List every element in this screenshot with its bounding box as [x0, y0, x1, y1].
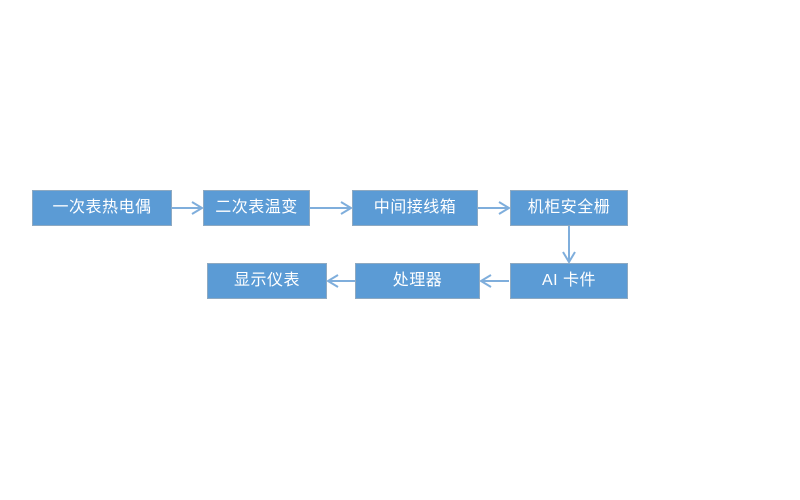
node-ai-card[interactable]: AI 卡件 — [510, 263, 628, 299]
edge-arrow-left — [479, 274, 509, 288]
node-label: 一次表热电偶 — [52, 199, 152, 216]
node-label: 机柜安全栅 — [527, 199, 611, 216]
node-cabinet-safety-barrier[interactable]: 机柜安全栅 — [510, 190, 628, 226]
edge-arrow-left — [326, 274, 355, 288]
edge-arrow-right — [172, 201, 204, 215]
node-primary-thermocouple[interactable]: 一次表热电偶 — [32, 190, 172, 226]
node-label: 二次表温变 — [215, 199, 298, 216]
node-label: 处理器 — [392, 272, 443, 289]
node-secondary-temperature-transmitter[interactable]: 二次表温变 — [203, 190, 310, 226]
node-label: 显示仪表 — [233, 272, 300, 289]
node-intermediate-junction-box[interactable]: 中间接线箱 — [352, 190, 478, 226]
edge-arrow-right — [310, 201, 353, 215]
node-display-instrument[interactable]: 显示仪表 — [207, 263, 327, 299]
node-processor[interactable]: 处理器 — [355, 263, 480, 299]
edge-arrow-right — [478, 201, 511, 215]
node-label: 中间接线箱 — [373, 199, 457, 216]
edge-arrow-down — [562, 226, 576, 264]
node-label: AI 卡件 — [541, 272, 597, 289]
